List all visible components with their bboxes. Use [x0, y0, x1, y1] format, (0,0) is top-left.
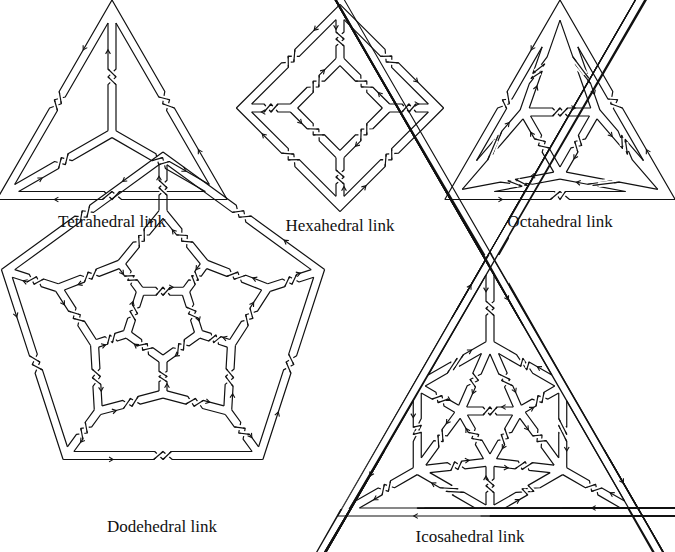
- link-strand: [522, 463, 532, 470]
- link-strand: [563, 508, 675, 521]
- strand-arrow: [502, 405, 506, 410]
- link-strand: [497, 459, 555, 470]
- link-strand: [472, 439, 482, 441]
- strand-arrow: [446, 419, 450, 424]
- figure-caption: Hexahedral link: [285, 216, 394, 236]
- link-strand: [446, 491, 464, 492]
- link-strand: [499, 374, 510, 379]
- strand-arrow: [484, 476, 489, 480]
- link-strand: [468, 432, 478, 434]
- link-strand: [490, 415, 513, 454]
- link-strand: [490, 508, 675, 527]
- strand-arrow: [619, 478, 623, 483]
- strand-arrow: [472, 389, 476, 394]
- link-strand: [440, 488, 458, 489]
- link-strand: [470, 379, 475, 387]
- link-strand: [528, 485, 534, 491]
- link-strand: [483, 407, 490, 415]
- strand-arrow: [524, 425, 528, 430]
- link-strand: [494, 473, 550, 505]
- link-strand: [533, 434, 542, 436]
- link-strand: [567, 401, 675, 552]
- link-strand: [522, 489, 528, 495]
- link-strand: [499, 354, 522, 406]
- link-strand: [497, 418, 520, 458]
- link-strand: [559, 418, 567, 434]
- link-strand: [451, 462, 455, 470]
- link-strand: [486, 466, 494, 505]
- link-strand: [413, 401, 421, 468]
- link-strand: [490, 354, 513, 407]
- link-strand: [430, 462, 486, 473]
- link-strand: [430, 473, 486, 505]
- strand-arrow: [529, 407, 534, 411]
- link-strand: [467, 415, 490, 454]
- link-strand: [413, 425, 421, 427]
- strand-arrow: [504, 465, 508, 470]
- link-strand: [486, 466, 494, 505]
- link-strand: [417, 475, 475, 508]
- link-strand: [459, 354, 482, 406]
- strand-arrow: [446, 396, 451, 400]
- strand-arrow: [592, 506, 596, 511]
- strand-arrow: [512, 388, 516, 393]
- figure-caption: Icosahedral link: [415, 527, 524, 547]
- figure-caption: Tetrahedral link: [58, 212, 166, 232]
- link-strand: [537, 441, 546, 442]
- link-strand: [425, 386, 458, 405]
- link-strand: [536, 396, 538, 406]
- link-strand: [525, 412, 558, 458]
- link-strand: [502, 380, 513, 385]
- link-strand: [505, 508, 675, 521]
- link-strand: [426, 418, 460, 465]
- link-strand: [486, 486, 494, 493]
- strand-arrow: [504, 295, 508, 300]
- figure-caption: Dodehedral link: [107, 517, 217, 537]
- link-strand: [467, 407, 514, 415]
- link-strand: [604, 450, 675, 552]
- link-strand: [432, 396, 442, 399]
- link-strand: [473, 373, 478, 380]
- link-strand: [413, 393, 421, 458]
- link-strand: [505, 429, 508, 439]
- link-strand: [486, 479, 494, 486]
- link-strand: [460, 418, 483, 458]
- link-strand: [467, 407, 512, 415]
- link-strand: [490, 407, 497, 415]
- link-strand: [501, 435, 504, 445]
- strand-arrow: [502, 444, 506, 449]
- strand-arrow: [432, 483, 437, 487]
- link-strand: [559, 401, 567, 468]
- strand-arrow: [466, 428, 470, 433]
- link-strand: [413, 432, 421, 434]
- strand-arrow: [515, 500, 520, 504]
- figure-caption: Octahedral link: [507, 212, 612, 232]
- link-strand: [542, 392, 544, 402]
- strand-arrow: [465, 458, 469, 463]
- link-strand: [570, 508, 675, 521]
- link-strand: [441, 429, 443, 441]
- link-strand: [525, 393, 558, 412]
- link-strand: [521, 386, 554, 405]
- link-strand: [458, 461, 462, 469]
- strand-arrow: [370, 471, 374, 476]
- link-strand: [421, 393, 454, 412]
- link-strand: [437, 435, 439, 447]
